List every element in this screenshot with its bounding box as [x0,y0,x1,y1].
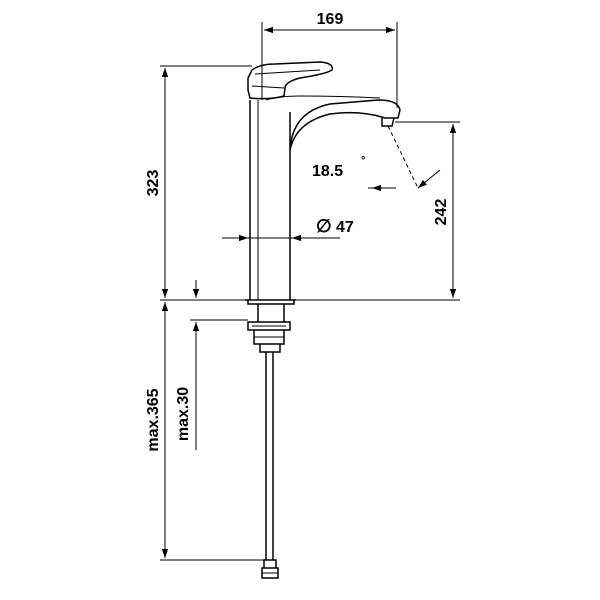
faucet-outline [245,61,401,579]
faucet-body [249,100,291,300]
hose-connector [261,559,279,579]
aerator [381,117,395,127]
supply-hose [265,352,274,560]
diameter-symbol-icon: ∅ [316,216,332,236]
lever-handle [247,61,333,100]
dimension-lines [161,26,457,558]
label-body-diameter: 47 [336,219,354,236]
label-spout-reach: 169 [317,11,344,28]
label-spout-angle: 18.5 [312,163,343,180]
label-angle-unit: ° [361,155,365,167]
extension-lines [160,22,460,561]
faucet-spout [289,99,401,151]
label-max-hose-length: max.365 [145,388,162,451]
label-spout-height: 242 [433,199,450,226]
base-flange [245,299,296,305]
label-total-height: 323 [145,170,162,197]
angle-reference-line [387,125,419,189]
mount-thread [257,304,285,322]
dimension-labels: 169 323 242 18.5 ° ∅ 47 max.365 max.30 [145,11,450,452]
dim-angle-arrow-right [417,169,441,189]
label-max-counter-thickness: max.30 [175,387,192,441]
mount-nut [247,321,291,331]
